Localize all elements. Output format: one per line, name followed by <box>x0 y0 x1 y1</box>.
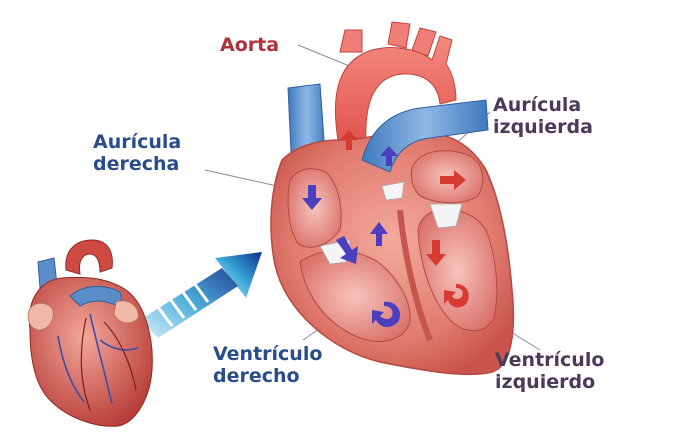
label-ventriculo-derecho-line-1: Ventrículo <box>213 343 323 365</box>
label-aorta: Aorta <box>220 34 279 56</box>
flow-arrow-pulmonary-artery <box>380 146 398 166</box>
septum <box>397 209 433 342</box>
label-ventriculo-izquierdo: Ventrículo izquierdo <box>495 349 604 393</box>
flow-arrow-left-ventricle-1 <box>426 240 446 266</box>
flow-arrow-aorta-up <box>340 130 358 150</box>
zoom-arrow-head <box>215 252 262 298</box>
zoom-arrow <box>140 252 262 338</box>
label-auricula-derecha-line-2: derecha <box>93 153 180 175</box>
small-heart-right-atrium <box>27 302 54 331</box>
deoxygenated-flow-arrows <box>302 146 401 328</box>
flow-arrow-right-ventricle-down <box>336 236 358 264</box>
label-ventriculo-izquierdo-line-1: Ventrículo <box>495 349 605 371</box>
zoom-arrow-stripes <box>156 282 210 327</box>
oxygenated-flow-arrows <box>340 130 469 308</box>
flow-arrow-left-atrium <box>440 170 466 190</box>
label-ventriculo-derecho: Ventrículo derecho <box>213 343 322 387</box>
aorta-branch-1 <box>339 29 363 53</box>
mitral-valve <box>429 203 463 229</box>
aortic-valve <box>381 181 405 201</box>
label-ventriculo-izquierdo-line-2: izquierdo <box>495 371 596 393</box>
aorta-vessel <box>334 35 457 143</box>
small-heart-illustration <box>27 239 153 427</box>
label-auricula-izquierda-line-2: izquierda <box>493 116 593 138</box>
small-heart-arteries <box>80 317 137 411</box>
small-heart-aorta <box>65 239 113 275</box>
label-aorta-text: Aorta <box>220 34 280 56</box>
right-atrium-chamber <box>287 168 342 248</box>
label-ventriculo-derecho-line-2: derecho <box>213 365 300 387</box>
leader-auricula-derecha <box>204 169 287 189</box>
flow-arrow-right-atrium <box>302 185 322 210</box>
small-heart-coronary-vessels <box>57 313 139 405</box>
aorta-branch-3 <box>411 27 437 57</box>
small-heart-left-atrium <box>113 300 139 324</box>
flow-arrow-right-ventricle-curl <box>372 301 401 328</box>
left-ventricle-chamber <box>417 208 498 331</box>
flow-arrow-left-ventricle-2 <box>444 284 469 308</box>
aorta-branch-2 <box>387 21 411 49</box>
heart-cross-section <box>270 21 515 376</box>
flow-arrow-pulmonary-up <box>370 222 388 246</box>
label-auricula-izquierda-line-1: Aurícula <box>493 94 582 116</box>
label-auricula-derecha: Aurícula derecha <box>93 131 181 175</box>
leader-aorta <box>297 44 353 68</box>
label-auricula-izquierda: Aurícula izquierda <box>493 94 593 138</box>
label-auricula-derecha-line-1: Aurícula <box>93 131 182 153</box>
